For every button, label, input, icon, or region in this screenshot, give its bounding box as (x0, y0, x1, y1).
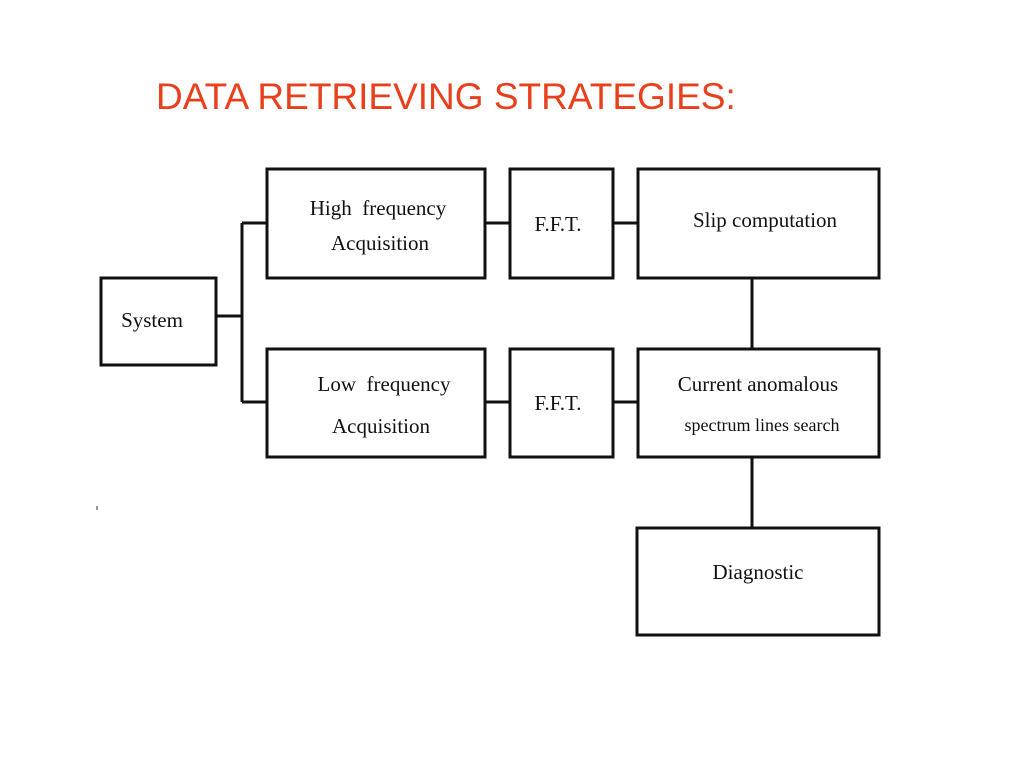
node-slip-computation: Slip computation (636, 167, 881, 280)
node-current-line-1: Current anomalous (678, 372, 838, 396)
node-fft-low: F.F.T. (508, 347, 615, 459)
node-system-box (99, 276, 218, 367)
node-high-frequency-acquisition: High frequency Acquisition (265, 167, 487, 280)
node-current-box (636, 347, 881, 459)
node-high-acquisition-line-2: Acquisition (331, 231, 429, 255)
connectors (216, 221, 754, 528)
node-diagnostic: Diagnostic (635, 526, 881, 637)
node-low-acquisition-line-2: Acquisition (332, 414, 430, 438)
node-diagnostic-label: Diagnostic (713, 560, 804, 584)
node-current-anomalous-search: Current anomalous spectrum lines search (636, 347, 881, 459)
node-diagnostic-box (635, 526, 881, 637)
node-fft-high-label: F.F.T. (534, 212, 581, 236)
node-fft-high: F.F.T. (508, 167, 615, 280)
node-fft-high-box (508, 167, 615, 280)
node-slip-box (636, 167, 881, 280)
node-high-acquisition-box (265, 167, 487, 280)
node-slip-label: Slip computation (693, 208, 838, 232)
node-fft-low-label: F.F.T. (534, 391, 581, 415)
node-system: System (99, 276, 218, 367)
stray-mark (96, 506, 98, 510)
node-low-acquisition-line-1: Low frequency (318, 372, 451, 396)
slide-title: DATA RETRIEVING STRATEGIES: (156, 76, 736, 117)
node-low-acquisition-box (265, 347, 487, 459)
node-current-line-2: spectrum lines search (685, 415, 840, 435)
node-low-frequency-acquisition: Low frequency Acquisition (265, 347, 487, 459)
node-fft-low-box (508, 347, 615, 459)
node-high-acquisition-line-1: High frequency (310, 196, 447, 220)
node-system-label: System (121, 308, 183, 332)
